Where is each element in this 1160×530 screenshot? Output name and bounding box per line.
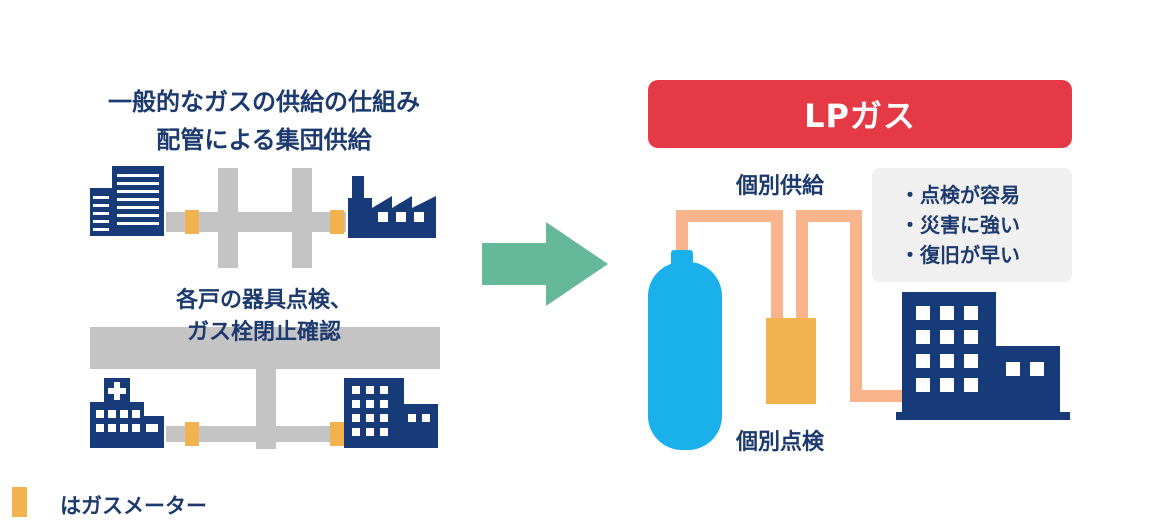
inspection-text-2: ガス栓閉止確認 <box>186 320 341 345</box>
lp-gas-title: LPガス <box>804 97 916 135</box>
individual-inspection-label: 個別点検 <box>736 430 825 455</box>
factory-icon <box>348 176 436 238</box>
pipe-network <box>90 168 440 449</box>
inspection-text-1: 各戸の器具点検、 <box>175 288 352 313</box>
gas-meter <box>185 422 199 446</box>
gas-meters <box>185 210 344 446</box>
benefits-box: ・点検が容易 ・災害に強い ・復旧が早い <box>872 168 1072 282</box>
lp-pipes <box>676 210 908 402</box>
hospital-icon <box>90 378 164 448</box>
benefit-item: ・復旧が早い <box>900 243 1020 267</box>
right-arrow-icon <box>482 222 608 306</box>
individual-supply-label: 個別供給 <box>736 174 825 199</box>
gas-meter <box>330 422 344 446</box>
benefit-item: ・点検が容易 <box>900 183 1020 207</box>
gas-meter <box>330 210 344 234</box>
apartment-building-icon <box>896 292 1070 420</box>
office-building-icon <box>90 166 164 236</box>
apartment-building-icon <box>344 378 438 448</box>
gas-meter <box>766 318 816 404</box>
benefit-item: ・災害に強い <box>900 213 1020 237</box>
left-title: 一般的なガスの供給の仕組み <box>108 88 420 116</box>
legend-meter-swatch <box>12 487 27 517</box>
gas-meter <box>185 210 199 234</box>
gas-cylinder-icon <box>648 250 722 450</box>
lp-gas-banner: LPガス <box>648 80 1072 148</box>
legend-label: はガスメーター <box>60 494 207 518</box>
left-subtitle: 配管による集団供給 <box>156 126 372 154</box>
